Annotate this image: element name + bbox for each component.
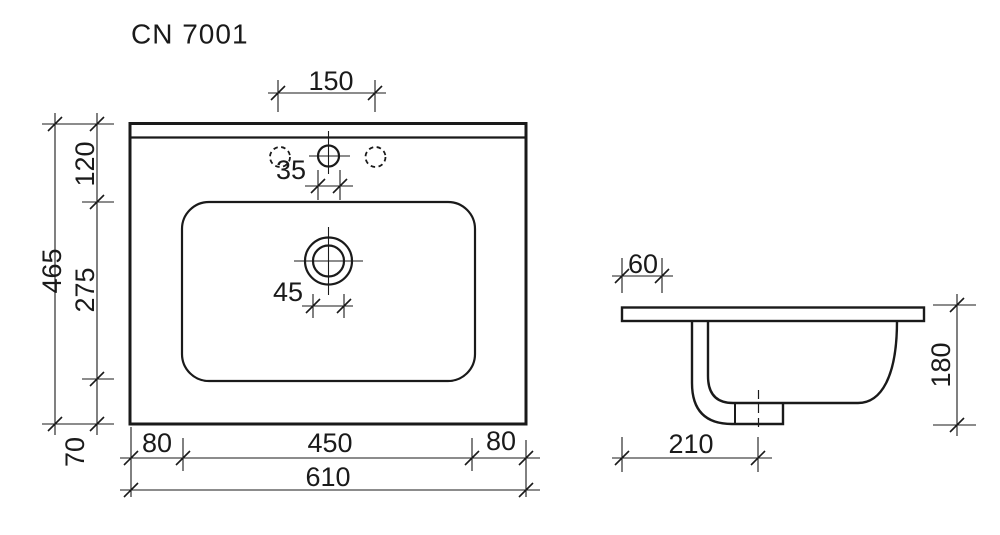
dim-back-to-basin: 120 — [70, 141, 100, 186]
plan-outline — [128, 122, 528, 426]
dim-total-width: 610 — [305, 462, 350, 492]
dim-total-depth: 465 — [37, 248, 67, 293]
dim-right-margin: 80 — [486, 426, 516, 456]
side-outer-wall — [690, 321, 785, 426]
dim-basin-width: 450 — [307, 428, 352, 458]
dim-faucet-hole-spacing: 150 — [308, 66, 353, 96]
dim-drain-diameter: 45 — [273, 277, 303, 307]
dim-back-edge-offset: 60 — [628, 249, 658, 279]
dim-basin-to-front: 70 — [60, 437, 90, 467]
dim-faucet-hole-diameter: 35 — [276, 155, 306, 185]
basin-outline — [180, 200, 477, 383]
dim-drain-center-offset: 210 — [668, 429, 713, 459]
side-view: 60 180 210 — [612, 249, 976, 472]
dim-left-margin: 80 — [142, 428, 172, 458]
dim-basin-depth: 275 — [70, 267, 100, 312]
side-inner-bowl — [706, 320, 899, 405]
side-dimension-lines — [612, 275, 958, 459]
side-rim-slab — [620, 306, 926, 323]
side-dimension-ticks — [614, 268, 965, 466]
plan-dimension-ticks — [47, 85, 534, 498]
optional-faucet-hole-right — [364, 146, 387, 168]
plan-view: 150 35 45 465 120 275 70 80 450 80 610 — [37, 66, 540, 498]
dim-total-height: 180 — [926, 342, 956, 387]
optional-faucet-hole-left — [269, 146, 291, 168]
drain-centerlines — [294, 227, 363, 295]
model-number: CN 7001 — [131, 19, 249, 50]
faucet-hole-centerlines — [309, 131, 350, 174]
